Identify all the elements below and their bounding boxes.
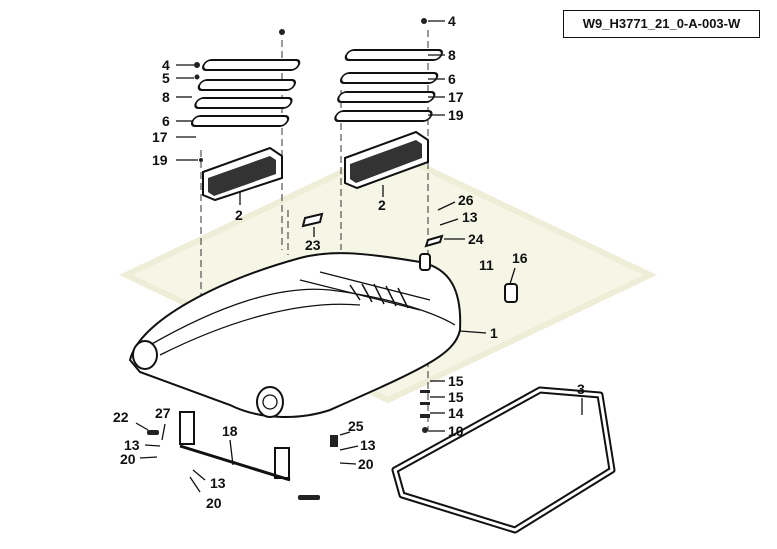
left-filter-stack <box>190 29 301 202</box>
callout-14: 14 <box>448 405 464 421</box>
callout-labels: 4 5 8 6 17 19 2 4 8 6 17 19 2 23 26 13 2… <box>113 13 585 511</box>
mounting-bracket <box>147 212 444 500</box>
callout-6-left: 6 <box>162 113 170 129</box>
callout-20-right: 20 <box>358 456 374 472</box>
callout-19-right: 19 <box>448 107 464 123</box>
callout-19-left: 19 <box>152 152 168 168</box>
callout-2-left: 2 <box>235 207 243 223</box>
callout-26: 26 <box>458 192 474 208</box>
callout-13-bottom: 13 <box>210 475 226 491</box>
callout-17-right: 17 <box>448 89 464 105</box>
callout-13-left: 13 <box>124 437 140 453</box>
callout-13-right: 13 <box>360 437 376 453</box>
gasket-seal <box>391 386 616 534</box>
callout-4-right: 4 <box>448 13 456 29</box>
callout-24: 24 <box>468 231 484 247</box>
callout-16: 16 <box>512 250 528 266</box>
callout-3: 3 <box>577 381 585 397</box>
drawing-reference-label: W9_H3771_21_0-A-003-W <box>563 10 760 38</box>
callout-20-left: 20 <box>120 451 136 467</box>
callout-2-right: 2 <box>378 197 386 213</box>
callout-15-a: 15 <box>448 373 464 389</box>
roof-housing <box>128 252 518 418</box>
callout-8-right: 8 <box>448 47 456 63</box>
callout-13-top: 13 <box>462 209 478 225</box>
callout-27: 27 <box>155 405 171 421</box>
right-filter-stack <box>334 18 443 190</box>
callout-6-right: 6 <box>448 71 456 87</box>
callout-18: 18 <box>222 423 238 439</box>
callout-23: 23 <box>305 237 321 253</box>
callout-22: 22 <box>113 409 129 425</box>
callout-10: 10 <box>448 423 464 439</box>
callout-15-b: 15 <box>448 389 464 405</box>
callout-25: 25 <box>348 418 364 434</box>
callout-1: 1 <box>490 325 498 341</box>
callout-4-left: 4 <box>162 57 170 73</box>
callout-8-left: 8 <box>162 89 170 105</box>
leader-lines <box>135 20 583 493</box>
callout-20-bottom: 20 <box>206 495 222 511</box>
callout-11: 11 <box>479 257 494 273</box>
callout-17-left: 17 <box>152 129 168 145</box>
callout-5: 5 <box>162 70 170 86</box>
